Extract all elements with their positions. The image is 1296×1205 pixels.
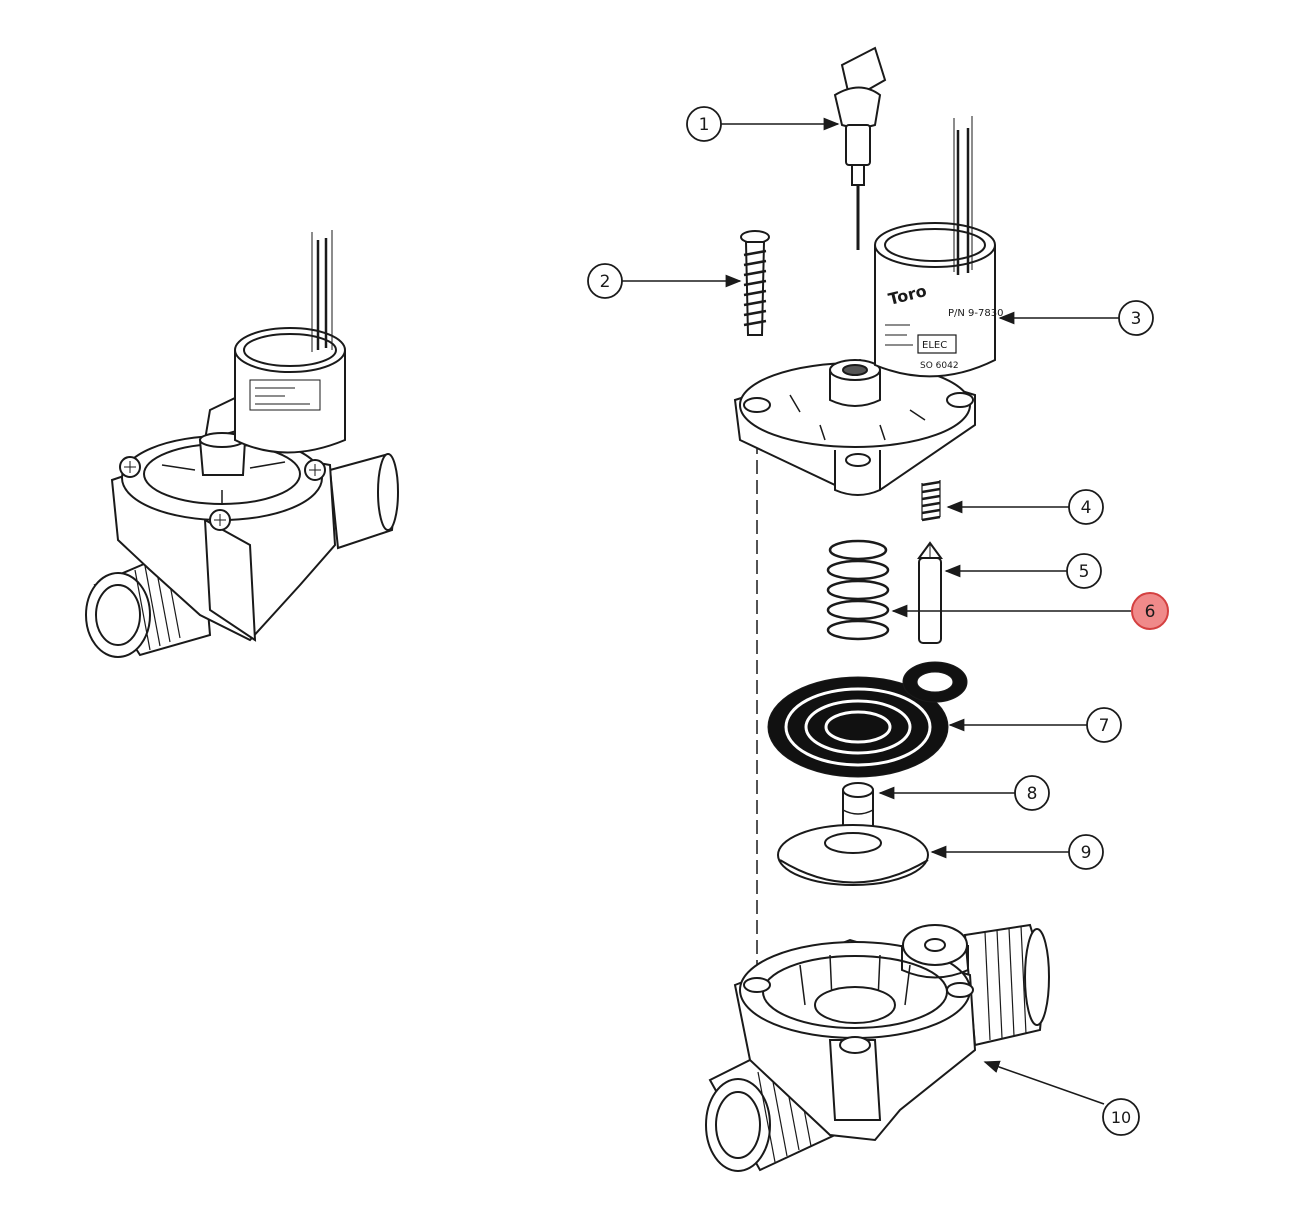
callout-4: 4	[1068, 489, 1104, 525]
callout-8: 8	[1014, 775, 1050, 811]
svg-text:7: 7	[1099, 716, 1110, 736]
solenoid-code: SO 6042	[920, 361, 959, 371]
part-4-small-spring	[921, 480, 941, 522]
part-3-bonnet-solenoid: Toro P/N 9-7830 ELEC SO 6042	[733, 116, 1003, 496]
leader-lines	[622, 117, 1131, 1105]
svg-text:2: 2	[600, 272, 611, 292]
callout-5: 5	[1066, 553, 1102, 589]
callout-3: 3	[1118, 300, 1154, 336]
callout-10: 10	[1102, 1098, 1140, 1136]
part-9-disc	[777, 824, 929, 886]
part-6-main-spring	[826, 539, 890, 641]
part-7-diaphragm	[767, 661, 968, 778]
assembled-valve	[85, 230, 399, 658]
callouts: 1 2 3 4 5 6 7 8	[587, 106, 1169, 1136]
part-2-screw	[740, 230, 770, 336]
svg-text:9: 9	[1081, 843, 1092, 863]
callout-6-highlighted: 6	[1131, 592, 1169, 630]
callout-1: 1	[686, 106, 722, 142]
part-5-plunger	[917, 541, 943, 644]
svg-text:10: 10	[1111, 1108, 1131, 1127]
svg-text:3: 3	[1131, 309, 1142, 329]
svg-text:5: 5	[1079, 562, 1090, 582]
svg-text:4: 4	[1081, 498, 1092, 518]
callout-9: 9	[1068, 834, 1104, 870]
svg-text:8: 8	[1027, 784, 1038, 804]
part-10-valve-body	[705, 923, 1050, 1172]
solenoid-part-no: P/N 9-7830	[948, 308, 1003, 319]
callout-7: 7	[1086, 707, 1122, 743]
leader-10	[983, 1060, 1105, 1105]
part-1-bleed-screw	[833, 46, 887, 250]
callout-2: 2	[587, 263, 623, 299]
svg-text:1: 1	[699, 115, 710, 135]
solenoid-type: ELEC	[922, 340, 947, 351]
svg-text:6: 6	[1145, 602, 1156, 622]
